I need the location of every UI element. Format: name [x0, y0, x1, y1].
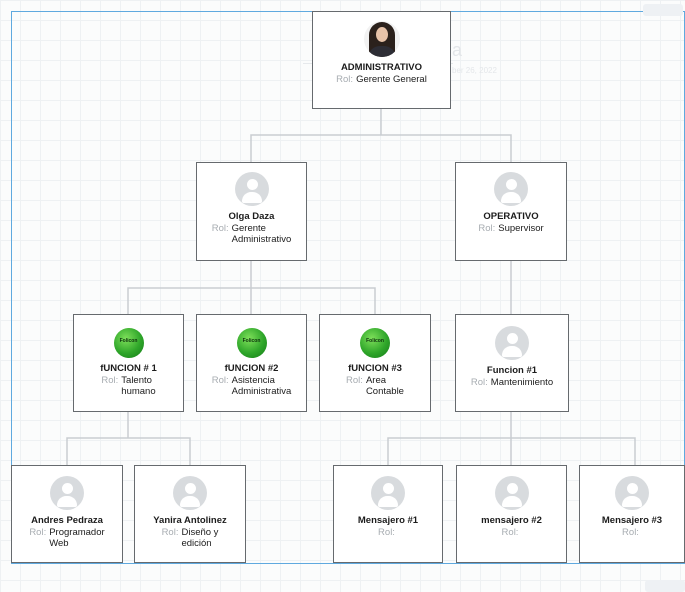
node-title: Mensajero #1 — [357, 515, 419, 526]
node-role: Rol: — [501, 526, 519, 538]
canvas-corner-top — [643, 4, 683, 16]
node-role: Rol:Supervisor — [478, 222, 544, 234]
node-administrativo[interactable]: ADMINISTRATIVO Rol:Gerente General — [312, 11, 451, 109]
node-role: Rol:Area Contable — [346, 374, 404, 398]
node-title: Yanira Antolinez — [153, 515, 227, 526]
background-ghost-date: ber 26, 2022 — [452, 66, 497, 75]
node-andres-pedraza[interactable]: Andres Pedraza Rol:Programador Web — [11, 465, 123, 563]
node-yanira-antolinez[interactable]: Yanira Antolinez Rol:Diseño y edición — [134, 465, 246, 563]
connector-level2 — [250, 134, 512, 162]
node-role: Rol:Programador Web — [29, 526, 105, 550]
avatar-placeholder-icon — [494, 172, 528, 206]
node-role: Rol:Mantenimiento — [470, 376, 554, 388]
node-operativo-funcion-1[interactable]: Funcion #1 Rol:Mantenimiento — [455, 314, 569, 412]
avatar-placeholder-icon — [615, 476, 649, 510]
avatar-placeholder-icon — [50, 476, 84, 510]
node-title: OPERATIVO — [483, 211, 539, 222]
node-title: Andres Pedraza — [31, 515, 103, 526]
node-funcion-2[interactable]: Folicon fUNCION #2 Rol:Asistencia Admini… — [196, 314, 307, 412]
node-title: fUNCION #3 — [348, 363, 402, 374]
node-role: Rol:Gerente General — [336, 73, 427, 85]
avatar-placeholder-icon — [495, 326, 529, 360]
node-title: mensajero #2 — [481, 515, 542, 526]
node-funcion-3[interactable]: Folicon fUNCION #3 Rol:Area Contable — [319, 314, 431, 412]
node-title: ADMINISTRATIVO — [340, 62, 423, 73]
company-logo-icon: Folicon — [236, 328, 267, 358]
node-role: Rol: — [622, 526, 639, 538]
avatar-placeholder-icon — [173, 476, 207, 510]
node-mensajero-3[interactable]: Mensajero #3 Rol: — [579, 465, 685, 563]
avatar-placeholder-icon — [371, 476, 405, 510]
node-title: fUNCION #2 — [224, 363, 279, 374]
node-title: fUNCION # 1 — [100, 363, 157, 374]
node-title: Olga Daza — [228, 211, 275, 222]
connector-level4-left — [66, 437, 191, 465]
node-operativo[interactable]: OPERATIVO Rol:Supervisor — [455, 162, 567, 261]
node-role: Rol:Talento humano — [101, 374, 156, 398]
node-role: Rol: — [378, 526, 395, 538]
avatar-placeholder-icon — [494, 476, 529, 510]
node-mensajero-1[interactable]: Mensajero #1 Rol: — [333, 465, 443, 563]
company-logo-icon: Folicon — [360, 328, 390, 358]
node-funcion-1[interactable]: Folicon fUNCION # 1 Rol:Talento humano — [73, 314, 184, 412]
node-role: Rol:Asistencia Administrativa — [211, 374, 292, 398]
node-title: Mensajero #3 — [601, 515, 663, 526]
node-role: Rol:Gerente Administrativo — [211, 222, 292, 246]
node-role: Rol:Diseño y edición — [161, 526, 219, 550]
node-mensajero-2[interactable]: mensajero #2 Rol: — [456, 465, 567, 563]
background-ghost-name: a — [452, 40, 463, 60]
node-title: Funcion #1 — [486, 365, 538, 376]
avatar-placeholder-icon — [234, 172, 269, 206]
profile-photo — [363, 21, 400, 57]
company-logo-icon: Folicon — [113, 328, 144, 358]
node-olga-daza[interactable]: Olga Daza Rol:Gerente Administrativo — [196, 162, 307, 261]
